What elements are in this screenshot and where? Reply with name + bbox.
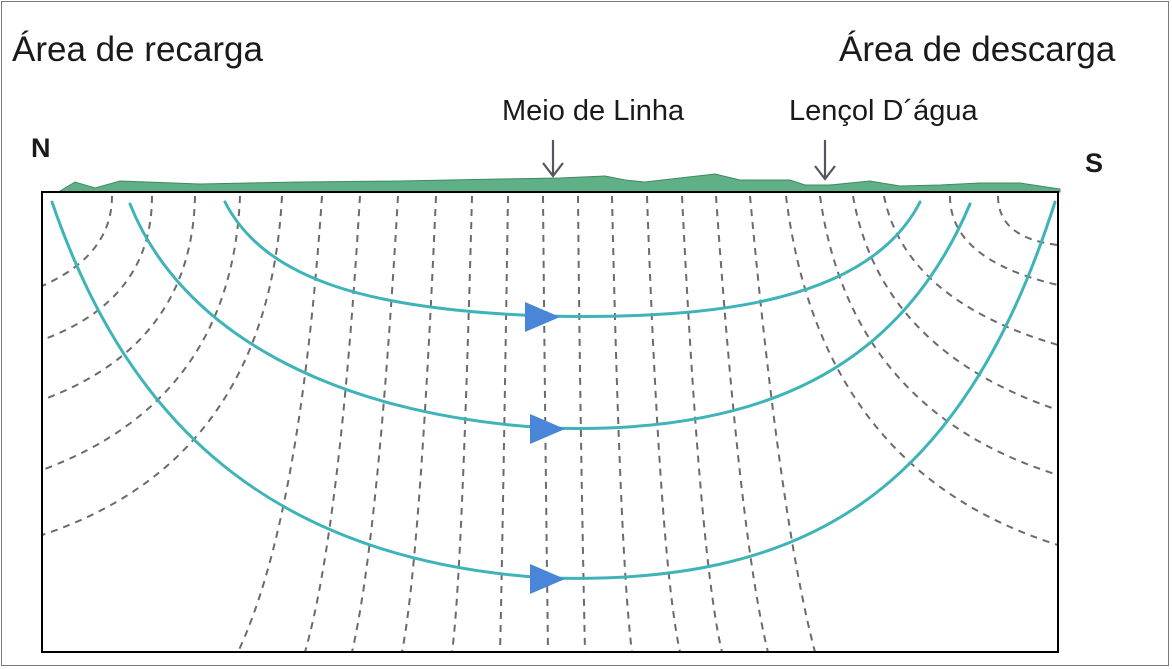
south-label: S [1085, 148, 1104, 178]
flow-lines [50, 200, 1057, 580]
flow-line-lower [50, 200, 1057, 580]
water-table-label: Lençol D´água [789, 95, 978, 127]
flow-line-upper [223, 200, 922, 318]
equipotential-lines-left [41, 195, 549, 653]
north-label: N [31, 133, 51, 163]
equipotential-lines-right [577, 195, 1059, 653]
flow-arrow-middle [530, 414, 565, 444]
midline-pointer-arrow [542, 140, 564, 178]
flow-arrow-upper [525, 302, 560, 332]
flow-arrow-lower [530, 564, 565, 594]
flow-direction-arrows [525, 302, 565, 594]
recharge-area-label: Área de recarga [12, 30, 263, 69]
water-table-pointer-arrow [814, 140, 836, 181]
cross-section-border [41, 191, 1059, 653]
midline-label: Meio de Linha [502, 95, 685, 127]
ground-surface [59, 173, 1061, 193]
discharge-area-label: Área de descarga [839, 30, 1116, 69]
